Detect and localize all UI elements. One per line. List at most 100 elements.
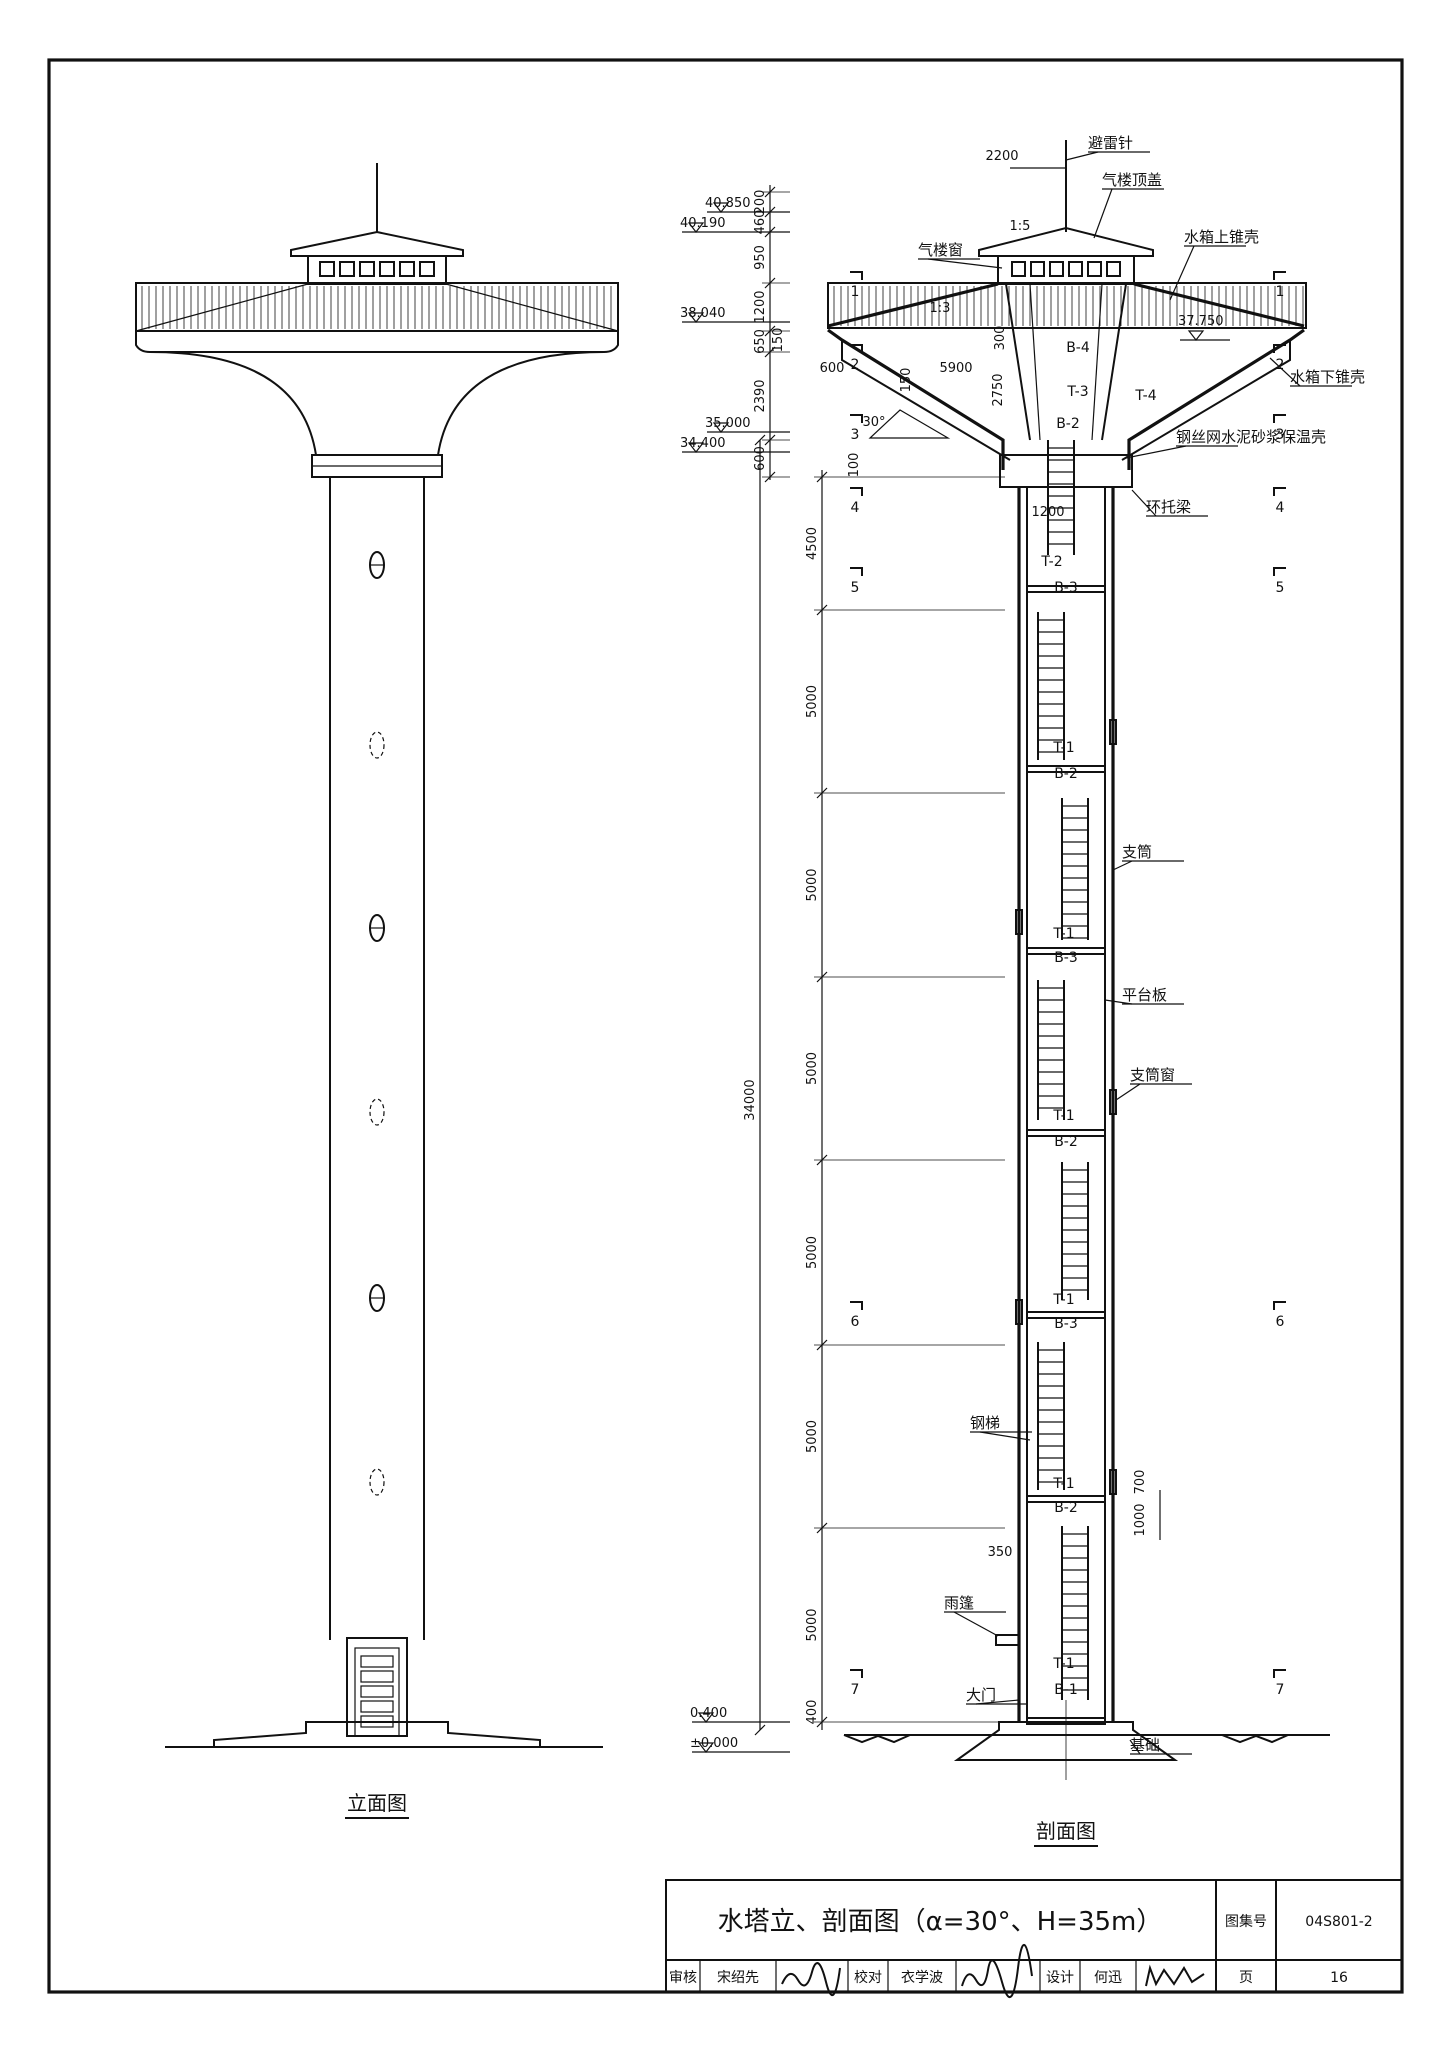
dimension-text: 1200 [753,290,768,323]
misc-dimension: 5900 [939,361,972,376]
callout-leader [975,1699,1020,1705]
door-panel [360,1700,394,1713]
shaft-window [369,1098,385,1126]
member-mark: B-2 [1054,1500,1078,1516]
cut-mark-right [1273,1301,1286,1310]
misc-dimension: 700 [1133,1470,1148,1495]
platform-slab [1026,947,1106,955]
dimension-text: 950 [753,245,768,270]
level-value: 38.040 [680,306,726,321]
tube-window-section [1109,719,1117,745]
tank-lower-cone [149,351,605,456]
lantern-roof [290,230,464,257]
dimension-text: 100 [847,453,862,478]
dimension-text: 650 [753,329,768,354]
foundation-section [953,1721,1179,1761]
member-mark: T-4 [1134,388,1156,404]
misc-dimension: 2750 [991,373,1006,406]
callout-lightning-rod: 避雷针 [1088,134,1133,152]
shaft-window [369,1468,385,1496]
cut-mark-left [850,1669,863,1678]
base-plinth [213,1721,541,1748]
platform-slab [1026,1129,1106,1137]
lantern-body [307,255,447,285]
misc-dimension: 1:5 [1010,219,1031,234]
grade-hatch [1221,1734,1289,1744]
door-panel [360,1670,394,1683]
tube-window-section [1109,1089,1117,1115]
roof-edge-line [135,283,309,332]
level-triangle [687,312,705,323]
dimension-text: 460 [753,210,768,235]
lantern-window [1068,261,1083,277]
member-mark: T-1 [1052,740,1074,756]
elevation-caption: 立面图 [347,1791,407,1815]
door-panel [360,1685,394,1698]
level-value: 40.190 [680,216,726,231]
dimension-text: 34000 [743,1079,758,1120]
dim-tick [754,434,766,446]
tube-window-section [1109,1469,1117,1495]
cut-label-left: 1 [851,284,860,300]
dim-tick [754,1724,766,1736]
railing-hatch-section [833,286,1304,326]
page-label: 页 [1239,1970,1253,1986]
level-value-water: 37.750 [1178,314,1224,329]
dimension-text: 5000 [805,1420,820,1453]
level-value: 34.400 [680,436,726,451]
misc-dimension: 1:3 [930,301,951,316]
member-mark: B-2 [1056,416,1080,432]
tube-windows [1015,719,1117,1495]
designer-name: 何迅 [1094,1970,1122,1986]
callout-leader [1125,445,1187,459]
steel-ladders [1037,440,1089,1700]
callout-leader [953,1611,999,1637]
roof-edge-line [445,283,619,332]
ring-beam-section [999,454,1133,488]
tube-window-section [1015,909,1023,935]
cut-label-right: 2 [1276,357,1285,373]
angle-triangle [868,409,951,439]
member-mark: B-2 [1054,766,1078,782]
callout-leader [1093,188,1113,239]
member-mark: B-2 [1054,1134,1078,1150]
misc-dimension: 350 [988,1545,1013,1560]
level-value: ±0.000 [690,1736,738,1751]
lantern-window [339,261,355,277]
cut-mark-right [1273,414,1286,423]
section-view: 剖面图 200460950120065023906001501004500500… [680,134,1365,1847]
lantern-windows [319,261,435,277]
member-mark: B-1 [1054,1682,1078,1698]
cut-mark-left [850,271,863,280]
callout-roof-cover: 气楼顶盖 [1102,171,1162,189]
shaft-windows [369,551,385,1496]
level-value: 35.000 [705,416,751,431]
atlas-label: 图集号 [1225,1913,1267,1930]
inner-tube-right [1101,283,1127,441]
tank-railing [135,282,619,332]
level-value: 0.400 [690,1706,727,1721]
callout-gate: 大门 [966,1686,996,1704]
tube-window-section [1015,1299,1023,1325]
callout-tank-lower-shell: 水箱下锥壳 [1290,368,1365,386]
cut-label-left: 3 [851,427,860,443]
cut-label-left: 7 [851,1682,860,1698]
member-mark: T-2 [1040,554,1062,570]
cut-mark-right [1273,487,1286,496]
callout-canopy: 雨篷 [944,1594,974,1612]
designer-signature [1145,1964,1205,1987]
level-triangle [697,1742,715,1753]
level-triangle [687,442,705,453]
misc-dimension: 1000 [1133,1503,1148,1536]
lantern-window [1106,261,1121,277]
lantern-window [359,261,375,277]
tank-rim [135,331,619,353]
title-block-frame [665,1879,1403,1993]
lantern-window [1011,261,1026,277]
lantern-roof-section [978,226,1154,257]
level-value: 40.850 [705,196,751,211]
callout-tank-upper-shell: 水箱上锥壳 [1184,228,1259,246]
cut-label-right: 4 [1276,500,1285,516]
level-triangle [1187,330,1205,341]
